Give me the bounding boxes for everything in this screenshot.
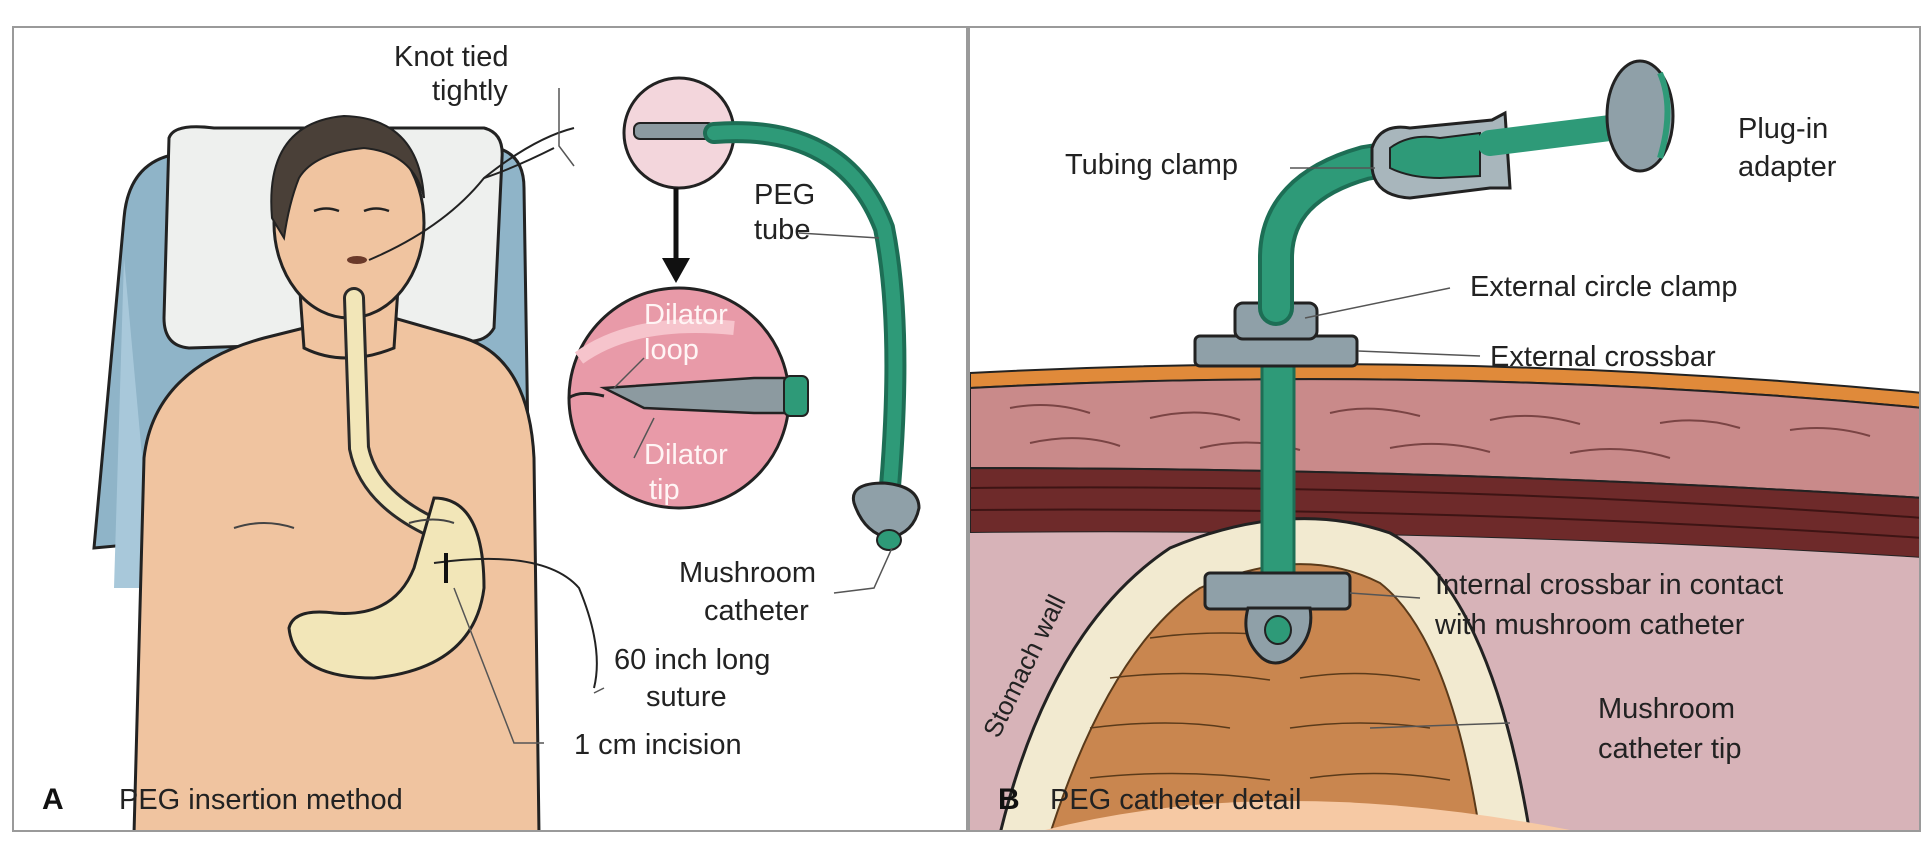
- plug-in-adapter: [1605, 59, 1675, 173]
- suture-to-mouth: [368, 127, 575, 261]
- label-external-crossbar: External crossbar: [1490, 341, 1716, 373]
- catheter-shaft: [1260, 344, 1296, 608]
- label-mushroom-tip-line1: Mushroom: [1598, 693, 1735, 725]
- label-knot-line2: tightly: [432, 75, 508, 107]
- panel-b-caption: PEG catheter detail: [1050, 784, 1302, 816]
- mushroom-catheter: [851, 481, 921, 540]
- label-dilator-loop-line2: loop: [644, 334, 699, 366]
- stomach-lumen: [1045, 801, 1570, 830]
- dilator-loop-wire: [568, 391, 605, 400]
- label-plug-in-line1: Plug-in: [1738, 113, 1829, 145]
- stomach-outline: [287, 496, 486, 680]
- label-mushroom-line1: Mushroom: [679, 557, 816, 589]
- internal-crossbar: [1203, 571, 1352, 611]
- label-plug-in-line2: adapter: [1738, 151, 1837, 183]
- adapter-tube: [1477, 115, 1623, 156]
- label-suture-line2: suture: [646, 681, 727, 713]
- label-peg-line1: PEG: [754, 179, 816, 211]
- peg-insertion-illustration: [92, 76, 921, 830]
- label-external-circle-clamp: External circle clamp: [1470, 271, 1738, 303]
- panel-a-letter: A: [42, 783, 64, 816]
- dilator-top: [633, 122, 715, 140]
- panel-b-letter: B: [998, 783, 1020, 816]
- label-knot-line1: Knot tied: [394, 41, 509, 73]
- mouth: [347, 256, 367, 264]
- arrow-head: [662, 258, 690, 283]
- label-dilator-tip-line2: tip: [649, 474, 680, 506]
- label-incision: 1 cm incision: [574, 729, 742, 761]
- label-dilator-loop-line1: Dilator: [644, 299, 728, 331]
- panel-a-caption: PEG insertion method: [119, 784, 403, 816]
- label-tubing-clamp: Tubing clamp: [1065, 149, 1239, 181]
- eye-right: [363, 207, 390, 213]
- patient-hair: [270, 114, 425, 241]
- label-peg-line2: tube: [754, 214, 811, 246]
- panel-a: Knot tied tightly PEG tube Dilator loop …: [12, 26, 968, 832]
- chest-line: [233, 522, 295, 529]
- label-suture-line1: 60 inch long: [614, 644, 771, 676]
- label-dilator-tip-line1: Dilator: [644, 439, 728, 471]
- label-mushroom-line2: catheter: [704, 595, 809, 627]
- tube-end: [783, 375, 809, 417]
- peg-catheter-illustration: [970, 59, 1919, 830]
- eye-left: [313, 207, 340, 213]
- label-internal-crossbar-line2: with mushroom catheter: [1435, 609, 1745, 641]
- label-internal-crossbar-line1: Internal crossbar in contact: [1435, 569, 1784, 601]
- suture-long: [433, 557, 598, 689]
- panel-b: Tubing clamp Plug-in adapter External ci…: [968, 26, 1921, 832]
- label-mushroom-tip-line2: catheter tip: [1598, 733, 1742, 765]
